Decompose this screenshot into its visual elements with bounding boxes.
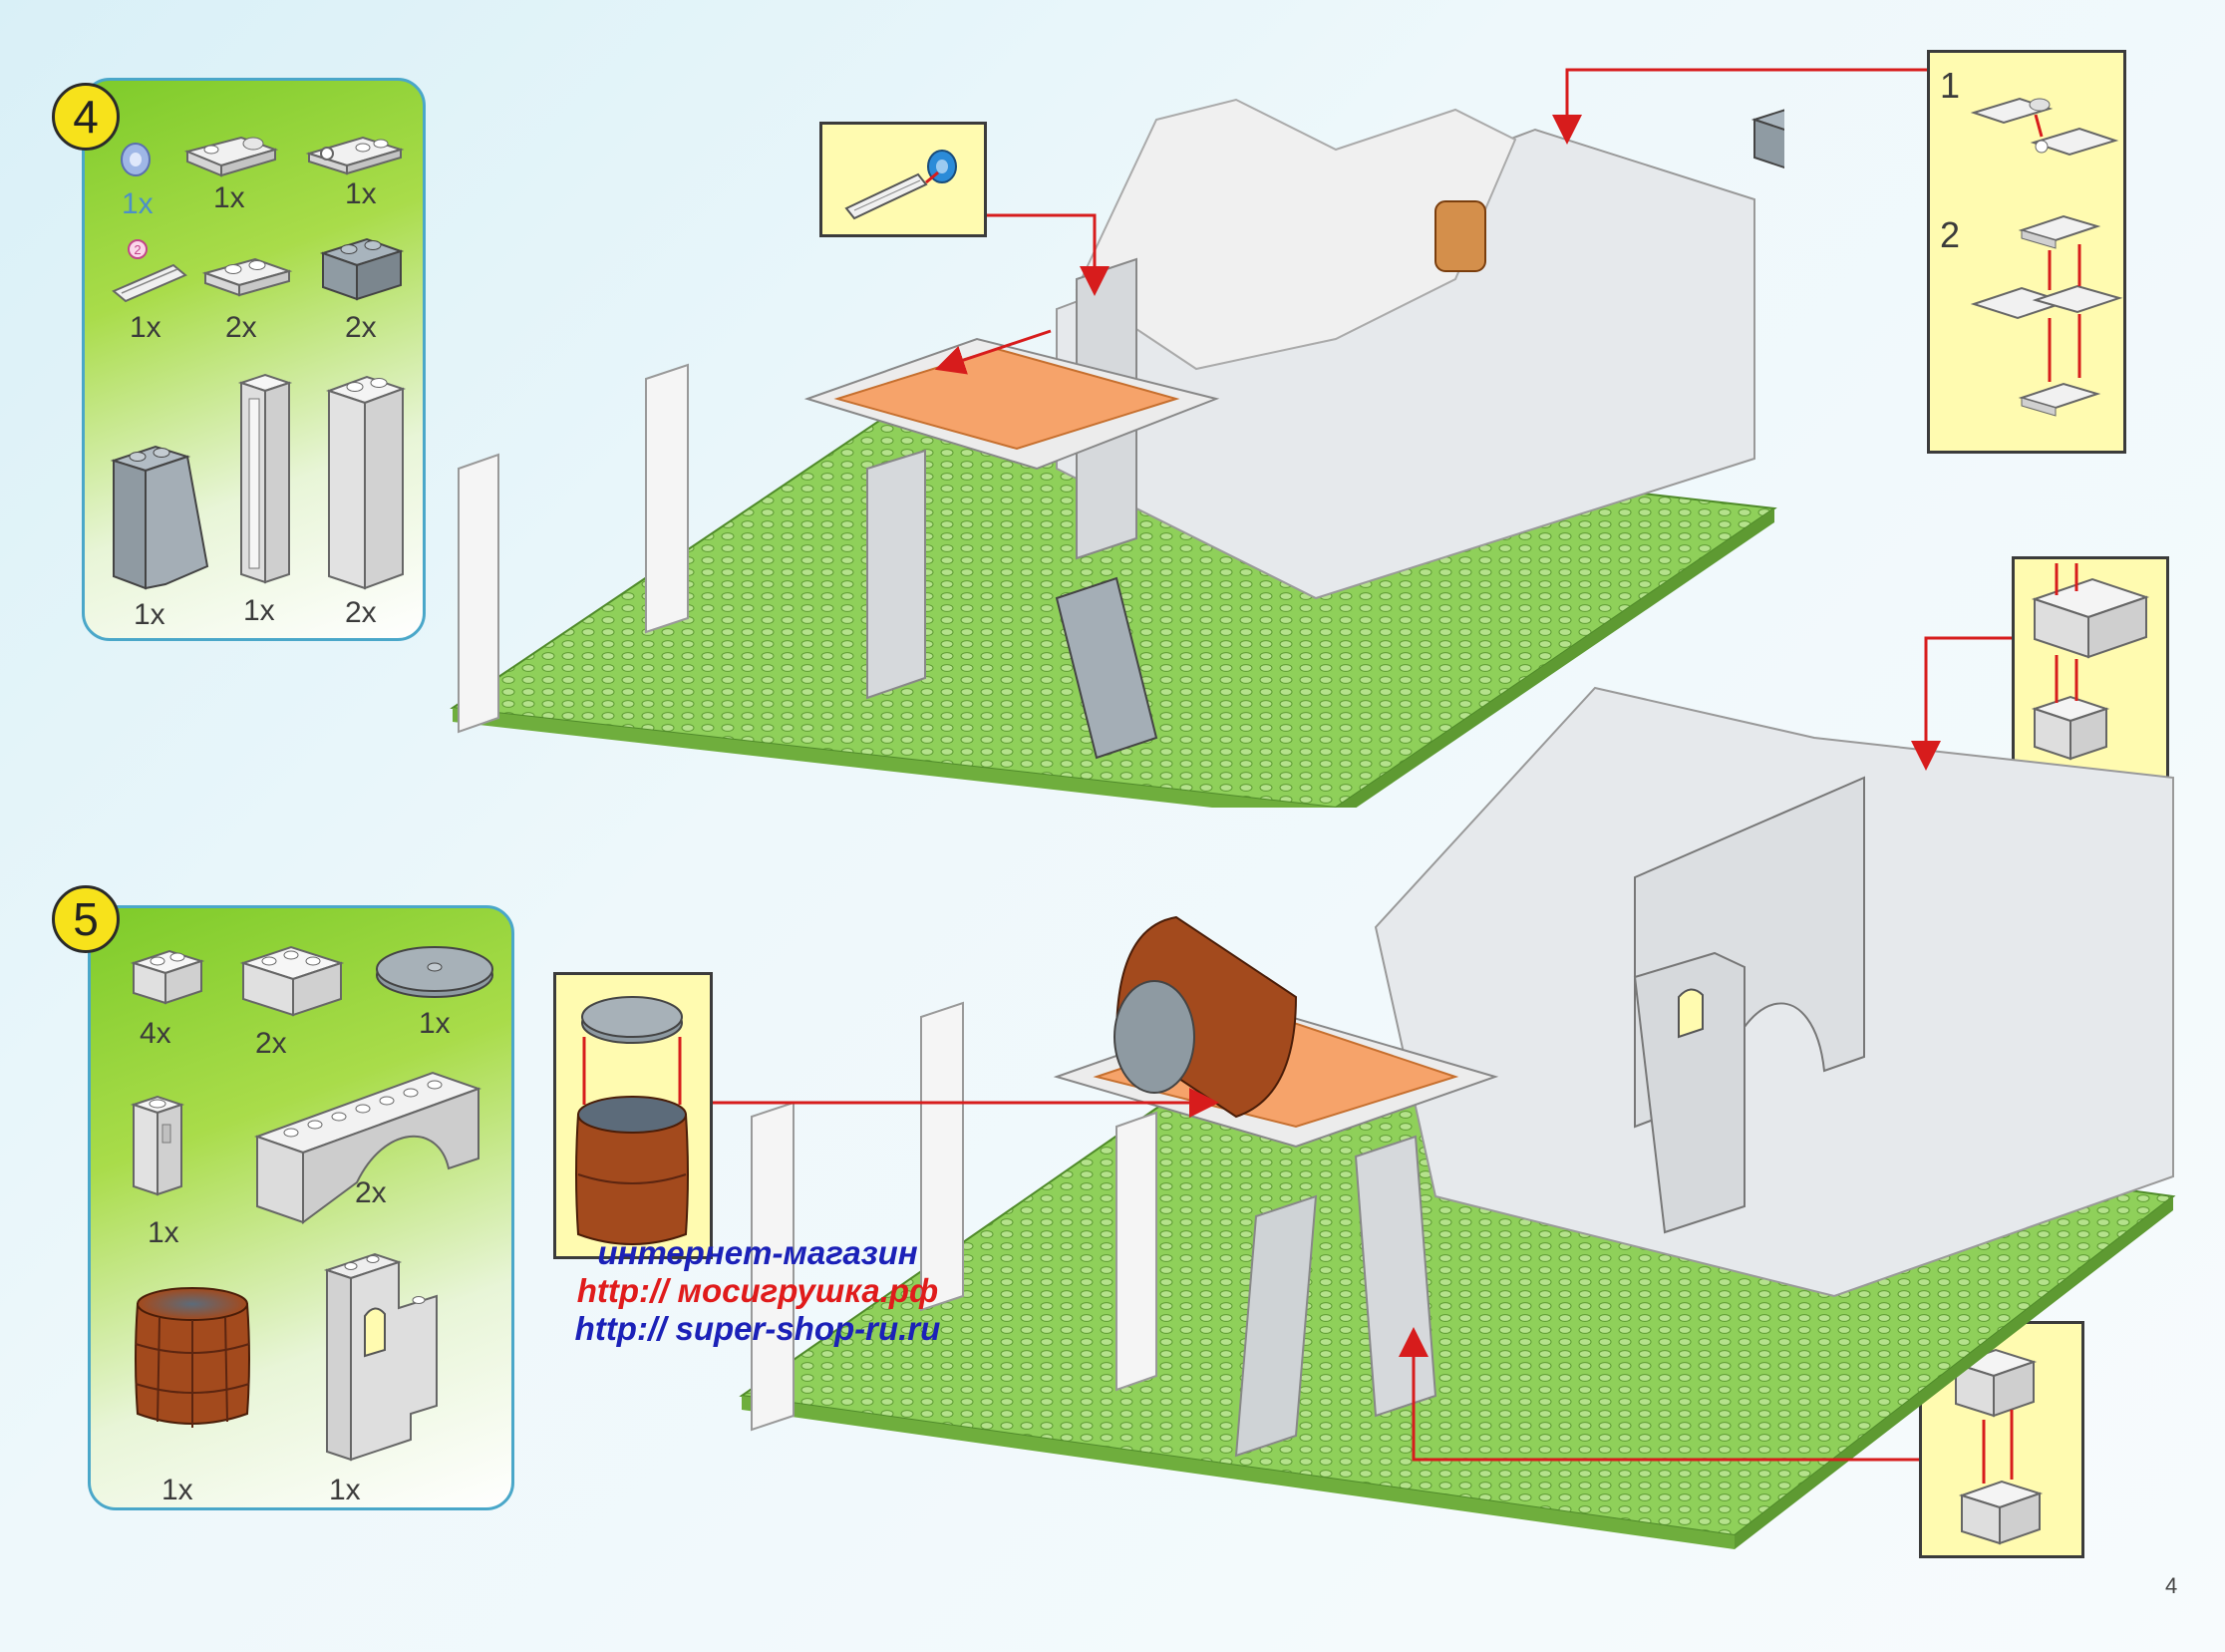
column-1x1x5-icon bbox=[325, 375, 407, 590]
white-pillar bbox=[458, 453, 499, 734]
part-quantity: 1x bbox=[243, 594, 275, 627]
part-quantity: 1x bbox=[419, 1007, 451, 1040]
column-window-icon bbox=[237, 373, 293, 584]
watermark-line-2[interactable]: http:// мосигрушка.рф bbox=[576, 1272, 939, 1309]
brick-1x3-icon bbox=[239, 945, 345, 1017]
brick-stack-illustration bbox=[2031, 563, 2150, 761]
part-quantity: 1x bbox=[130, 311, 161, 344]
watermark-line-1: интернет-магазин bbox=[597, 1234, 918, 1271]
part-quantity: 2x bbox=[355, 1176, 387, 1209]
part-quantity: 2x bbox=[255, 1027, 287, 1060]
white-pillar bbox=[751, 1101, 795, 1432]
brick-stack-illustration bbox=[1952, 1348, 2044, 1545]
part-marker: 2 bbox=[134, 242, 141, 257]
grey-pillar bbox=[866, 449, 926, 700]
brick-1x1x2-icon bbox=[130, 1095, 185, 1196]
watermark: интернет-магазин http:// мосигрушка.рф h… bbox=[518, 1234, 997, 1348]
page-number: 4 bbox=[2165, 1573, 2178, 1598]
barrel bbox=[1434, 200, 1486, 272]
barrel-on-side bbox=[1113, 915, 1298, 1119]
callout-plate-substeps: 1 2 bbox=[1927, 50, 2126, 454]
step-number-badge: 4 bbox=[52, 83, 120, 151]
plate-with-ring-icon bbox=[305, 136, 405, 175]
plate-combination-illustration bbox=[1970, 97, 2123, 417]
brick-1x2-dark-icon bbox=[319, 237, 405, 301]
barrel-icon bbox=[135, 1287, 250, 1428]
plate-1x2-icon bbox=[201, 257, 293, 297]
part-quantity: 1x bbox=[122, 187, 154, 220]
callout-brick-stack-top bbox=[2012, 556, 2169, 784]
callout-barrel-lid bbox=[553, 972, 713, 1259]
round-tile-icon bbox=[376, 946, 493, 998]
brick-1x2-icon bbox=[130, 949, 205, 1005]
wall-window-panel bbox=[1633, 951, 1746, 1234]
axle-pin-icon: 2 bbox=[112, 239, 187, 303]
blue-connector-icon bbox=[121, 143, 151, 176]
slope-brick bbox=[1055, 576, 1158, 760]
model-step-4 bbox=[450, 98, 1784, 808]
pin-connector-illustration bbox=[844, 150, 957, 220]
arch-frame bbox=[1075, 98, 1517, 371]
step-number-badge: 5 bbox=[52, 885, 120, 953]
substep-number: 1 bbox=[1940, 65, 1961, 106]
white-pillar bbox=[920, 1001, 964, 1312]
part-quantity: 1x bbox=[213, 181, 245, 214]
substep-number: 2 bbox=[1940, 214, 1961, 255]
wall-window-panel-icon bbox=[323, 1252, 438, 1462]
part-quantity: 2x bbox=[345, 311, 377, 344]
part-quantity: 1x bbox=[345, 177, 377, 210]
part-quantity: 1x bbox=[134, 598, 165, 631]
part-quantity: 1x bbox=[329, 1474, 361, 1506]
slope-stack bbox=[1234, 1194, 1318, 1458]
part-quantity: 1x bbox=[161, 1474, 193, 1506]
model-step-5 bbox=[739, 686, 2176, 1549]
barrel-lid-illustration bbox=[575, 996, 689, 1245]
plate-with-clip-icon bbox=[183, 136, 279, 177]
white-pillar bbox=[1115, 1111, 1157, 1392]
white-pillar bbox=[645, 363, 689, 634]
part-quantity: 1x bbox=[148, 1216, 179, 1249]
slope-brick-icon bbox=[110, 445, 209, 590]
part-quantity: 4x bbox=[140, 1017, 171, 1050]
arch-brick-icon bbox=[254, 1071, 481, 1224]
callout-pin-assembly bbox=[819, 122, 987, 237]
part-quantity: 2x bbox=[225, 311, 257, 344]
watermark-line-3[interactable]: http:// super-shop-ru.ru bbox=[574, 1310, 941, 1347]
part-quantity: 2x bbox=[345, 596, 377, 629]
